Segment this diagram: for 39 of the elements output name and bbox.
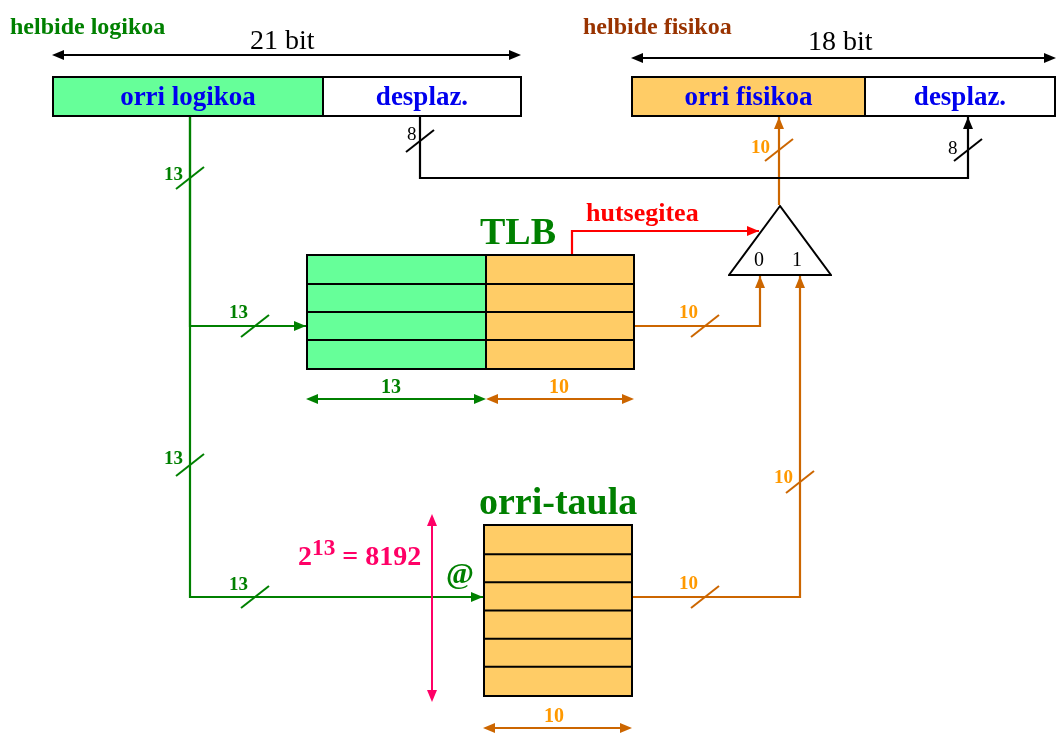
arrow	[635, 276, 765, 328]
dimension-label: 10	[544, 705, 564, 725]
input-number: 0	[754, 249, 764, 269]
arrow	[774, 117, 784, 205]
arrow	[570, 226, 759, 254]
multiplexer	[728, 205, 832, 276]
dimension-label: 13	[381, 376, 401, 396]
edge-label: hutsegitea	[586, 200, 699, 226]
table-title: orri-taula	[479, 482, 638, 520]
table-title: TLB	[480, 212, 557, 250]
address-symbol: @	[446, 558, 474, 588]
entry-count-label: 2$^{13}$ = 8192	[298, 536, 422, 571]
bit-width-label: 18 bit	[808, 27, 873, 55]
address-title: helbide fisikoa	[583, 14, 732, 38]
dimension-label: 10	[549, 376, 569, 396]
field-label: orri logikoa	[120, 81, 256, 112]
address-field	[52, 76, 324, 117]
bus-width-label: 8	[948, 138, 958, 157]
arrow	[188, 117, 483, 602]
field-label: orri fisikoa	[684, 81, 813, 112]
address-field	[631, 76, 866, 117]
field-label: desplaz.	[375, 81, 469, 112]
address-field	[322, 76, 522, 117]
arrow	[633, 276, 805, 599]
bus-width-label: 8	[407, 124, 417, 143]
address-title: helbide logikoa	[10, 14, 166, 38]
bit-width-label: 21 bit	[250, 26, 315, 54]
field-label: desplaz.	[913, 81, 1007, 112]
input-number: 1	[792, 249, 802, 269]
bus-width-label: 13	[229, 574, 248, 593]
arrow	[418, 117, 973, 180]
bus-width-label: 10	[774, 467, 793, 486]
address-field	[864, 76, 1056, 117]
bus-width-label: 10	[679, 302, 698, 321]
bus-width-label: 13	[229, 302, 248, 321]
bus-width-label: 13	[164, 164, 183, 183]
bus-width-label: 10	[679, 573, 698, 592]
bus-width-label: 13	[164, 448, 183, 467]
bus-width-label: 10	[751, 137, 770, 156]
